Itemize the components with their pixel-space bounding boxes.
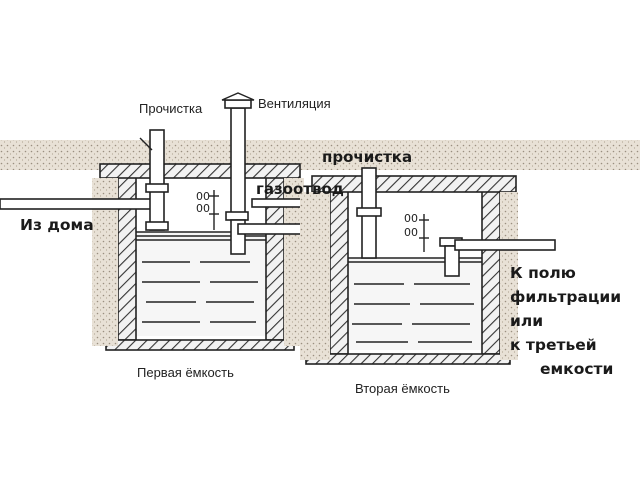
tank-1-water-lines [136, 231, 266, 323]
label-from-house: Из дома [20, 216, 94, 234]
tank-1-slab [99, 163, 301, 179]
tank-1: 00 00 [0, 92, 304, 351]
tank-1-cleanout-riser [149, 129, 165, 231]
label-cleanout-left: Прочистка [139, 101, 203, 116]
tank-2-left-wall [329, 189, 349, 355]
label-to-field: К полю фильтрации или к третьей емкости [510, 264, 621, 378]
label-gas-vent: газоотвод [256, 180, 344, 198]
label-to-field-4: к третьей [510, 336, 597, 354]
ground-surface [0, 140, 640, 170]
tank-2-level-marks: 00 00 [404, 212, 429, 252]
svg-text:00: 00 [196, 190, 210, 203]
ventilation-riser [230, 107, 246, 217]
label-to-field-5: емкости [540, 360, 613, 378]
label-ventilation: Вентиляция [258, 96, 331, 111]
label-tank-1: Первая ёмкость [137, 365, 234, 380]
outlet-pipe [454, 239, 556, 251]
tank-2-right-wall [481, 189, 501, 355]
label-to-field-1: К полю [510, 264, 576, 282]
label-tank-2: Вторая ёмкость [355, 381, 450, 396]
label-to-field-2: фильтрации [510, 288, 621, 306]
tank-1-level-marks: 00 00 [196, 190, 219, 230]
tank-1-water [136, 232, 266, 336]
tank-2-base [305, 353, 511, 365]
svg-text:00: 00 [404, 226, 418, 239]
tank-1-base [105, 339, 295, 351]
svg-text:00: 00 [196, 202, 210, 215]
inlet-pipe [0, 198, 161, 210]
pointer-cleanout-left [139, 137, 153, 151]
ventilation-cap [224, 99, 252, 109]
label-to-field-3: или [510, 312, 543, 330]
label-cleanout-right: прочистка [322, 148, 412, 166]
tank-2: 00 00 [300, 167, 556, 365]
svg-text:00: 00 [404, 212, 418, 225]
